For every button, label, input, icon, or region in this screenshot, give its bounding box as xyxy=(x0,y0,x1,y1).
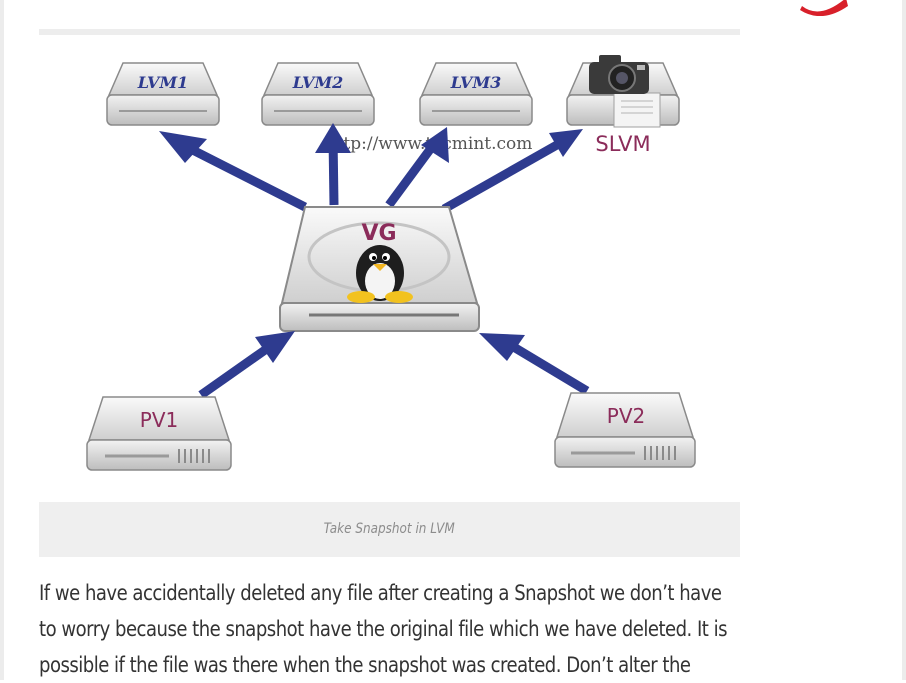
pv1-label: PV1 xyxy=(140,408,178,432)
pv1-disk: PV1 xyxy=(86,396,232,471)
lvm2-label: LVM2 xyxy=(292,73,344,92)
arrow-pv2-to-vg xyxy=(504,339,590,395)
arrow-vg-to-lvm3 xyxy=(385,137,441,208)
slvm-disk: SLVM xyxy=(566,55,680,156)
tux-penguin-icon xyxy=(347,245,413,303)
pv2-label: PV2 xyxy=(607,404,645,428)
slvm-label: SLVM xyxy=(595,132,650,156)
arrow-heads-in xyxy=(255,331,525,363)
paragraph-line: If we have accidentally deleted any file… xyxy=(39,581,722,605)
arrow-vg-to-slvm xyxy=(441,133,574,213)
camera-icon xyxy=(589,55,649,94)
figure-caption: Take Snapshot in LVM xyxy=(39,502,740,557)
arrow-pv1-to-vg xyxy=(198,339,278,399)
pv2-disk: PV2 xyxy=(554,392,696,468)
arrow-heads-up xyxy=(159,123,583,163)
figure-caption-text: Take Snapshot in LVM xyxy=(323,521,456,537)
vg-label: VG xyxy=(361,221,396,246)
page-right-border xyxy=(902,0,906,680)
article-paragraph: If we have accidentally deleted any file… xyxy=(39,575,759,683)
paragraph-line: to worry because the snapshot have the o… xyxy=(39,617,728,641)
lvm-snapshot-figure: LVM1 LVM2 LVM3 xyxy=(39,35,740,502)
lvm3-label: LVM3 xyxy=(450,73,502,92)
lvm2-disk: LVM2 xyxy=(261,62,375,126)
site-logo-icon[interactable] xyxy=(790,0,850,16)
lvm-diagram: LVM1 LVM2 LVM3 xyxy=(86,55,696,471)
lvm1-disk: LVM1 xyxy=(106,62,220,126)
paragraph-line: possible if the file was there when the … xyxy=(39,653,691,677)
vg-disk: VG xyxy=(279,206,480,332)
arrows-in xyxy=(198,339,590,399)
lvm3-disk: LVM3 xyxy=(419,62,533,126)
lvm1-label: LVM1 xyxy=(137,73,189,92)
figure-top-rule xyxy=(39,29,740,35)
page-left-border xyxy=(0,0,4,680)
